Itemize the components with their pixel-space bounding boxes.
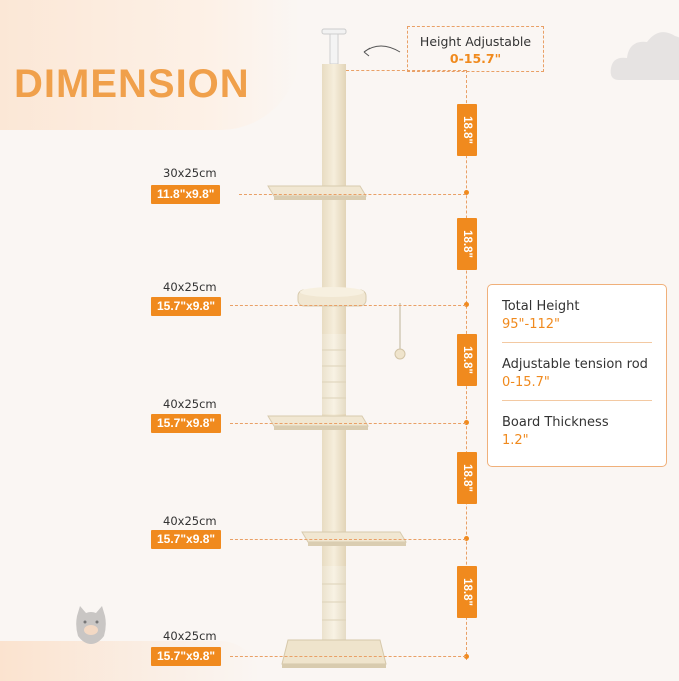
platform-3-line <box>230 423 466 424</box>
dimension-dot <box>464 420 469 425</box>
platform-4-inch: 15.7"x9.8" <box>151 530 222 549</box>
hanging-ball <box>394 348 406 360</box>
spec-label: Adjustable tension rod <box>502 357 648 372</box>
platform-4-cm: 40x25cm <box>163 514 217 528</box>
base-platform <box>281 639 387 665</box>
platform-5-inch: 15.7"x9.8" <box>151 647 222 666</box>
platform-3-inch: 15.7"x9.8" <box>151 414 222 433</box>
platform-2-cm: 40x25cm <box>163 280 217 294</box>
cat-icon <box>76 606 106 644</box>
platform-1-cm: 30x25cm <box>163 166 217 180</box>
platform-2-inch: 15.7"x9.8" <box>151 297 222 316</box>
spec-value: 0-15.7" <box>502 375 550 390</box>
segment-tag-2: 18.8" <box>457 218 477 270</box>
platform-4-line <box>230 539 466 540</box>
segment-tag-4: 18.8" <box>457 452 477 504</box>
segment-tag-5: 18.8" <box>457 566 477 618</box>
platform-1-line <box>239 194 466 195</box>
platform-3-cm: 40x25cm <box>163 397 217 411</box>
page-title: DIMENSION <box>14 62 250 106</box>
height-adjustable-label: Height Adjustable <box>419 34 532 49</box>
spec-label: Board Thickness <box>502 415 609 430</box>
header-background <box>0 0 300 130</box>
platform-3 <box>267 415 369 427</box>
height-adjustable-callout: Height Adjustable 0-15.7" <box>407 26 544 72</box>
segment-tag-1: 18.8" <box>457 104 477 156</box>
dimension-dot <box>464 190 469 195</box>
tension-rod-cap <box>321 28 347 35</box>
tension-rod <box>329 33 339 65</box>
segment-tag-3: 18.8" <box>457 334 477 386</box>
cloud-icon <box>610 32 679 80</box>
platform-2-line <box>230 305 466 306</box>
dimension-dot <box>464 536 469 541</box>
platform-5-line <box>230 656 466 657</box>
dimension-dot <box>464 302 469 307</box>
platform-1-inch: 11.8"x9.8" <box>151 185 221 204</box>
spec-label: Total Height <box>502 299 580 314</box>
spec-value: 1.2" <box>502 433 529 448</box>
sisal-section-lower <box>322 566 346 644</box>
spec-value: 95"-112" <box>502 317 561 332</box>
height-adjustable-value: 0-15.7" <box>449 51 502 66</box>
spec-panel: Total Height 95"-112" Adjustable tension… <box>487 284 667 467</box>
spec-tension-rod: Adjustable tension rod 0-15.7" <box>502 343 652 401</box>
spec-total-height: Total Height 95"-112" <box>502 285 652 343</box>
spec-board-thickness: Board Thickness 1.2" <box>502 401 652 458</box>
sisal-section-upper <box>322 334 346 414</box>
dimension-dot <box>464 654 469 659</box>
platform-4 <box>301 531 407 543</box>
top-dimension-line <box>346 70 466 71</box>
platform-5-cm: 40x25cm <box>163 629 217 643</box>
